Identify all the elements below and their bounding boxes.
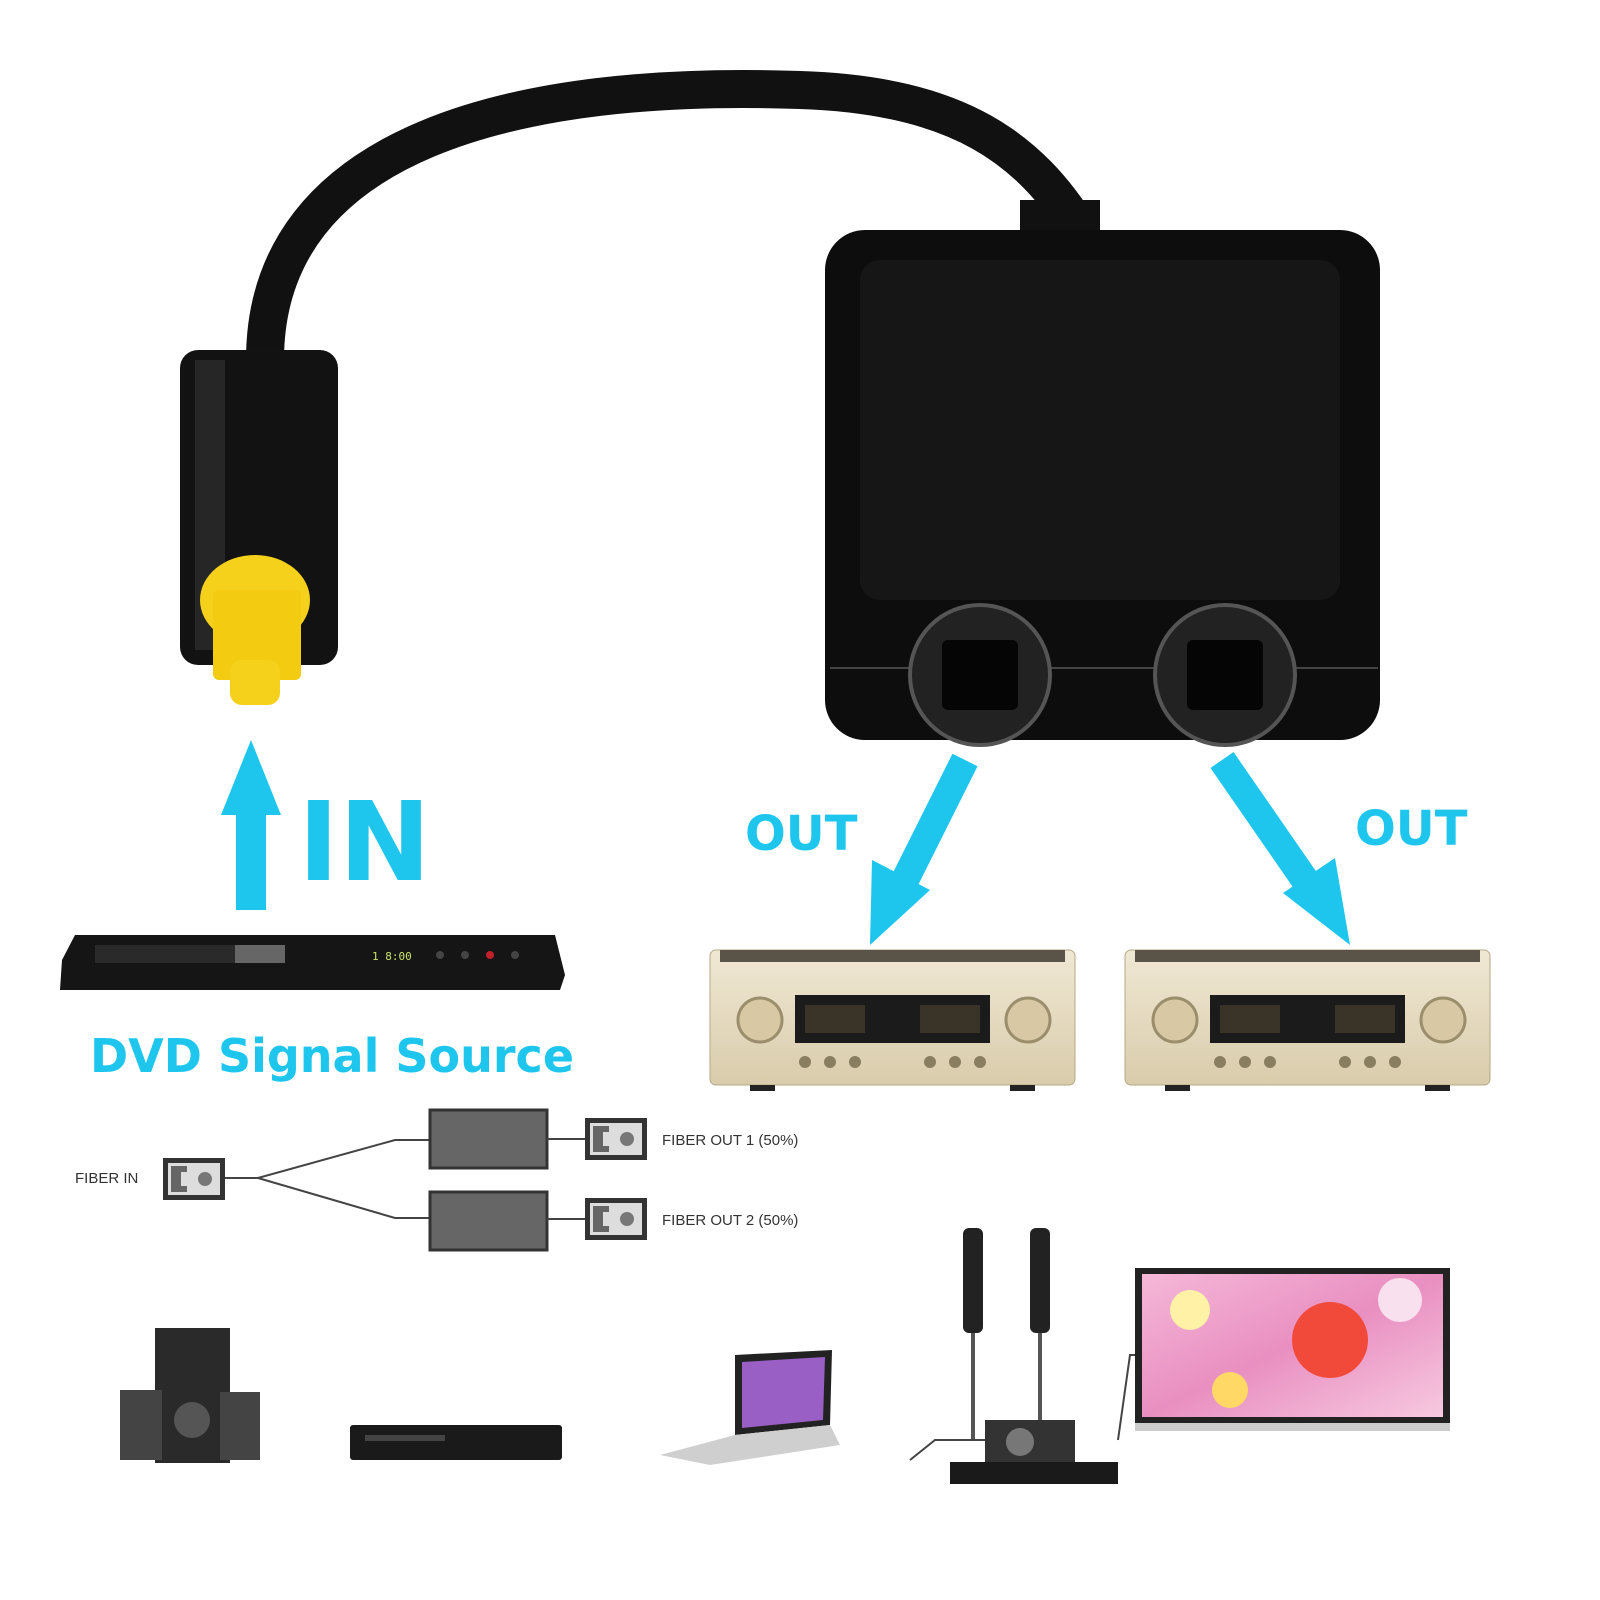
out-label-right: OUT: [1355, 801, 1468, 857]
dvd-player-small-icon: [350, 1425, 562, 1460]
fiber-out-1-label: FIBER OUT 1 (50%): [662, 1132, 798, 1149]
in-arrow-icon: [221, 740, 281, 910]
out-label-left: OUT: [745, 806, 858, 862]
source-label: DVD Signal Source: [90, 1029, 574, 1083]
speaker-system-icon: [120, 1328, 260, 1463]
out-arrow-left-icon: [870, 753, 978, 945]
home-theater-icon: [909, 1228, 1135, 1484]
out-arrow-right-icon: [1210, 752, 1350, 945]
in-label: IN: [298, 778, 431, 906]
fiber-out-2-label: FIBER OUT 2 (50%): [662, 1212, 798, 1229]
dvd-display: 1 8:00: [372, 950, 412, 963]
splitter-schematic: [163, 1108, 647, 1252]
laptop-icon: [660, 1350, 840, 1465]
amplifier-2: [1123, 948, 1492, 1093]
tv-icon: [1135, 1268, 1450, 1431]
fiber-in-label: FIBER IN: [75, 1170, 138, 1187]
dvd-player: [60, 935, 565, 990]
optical-splitter: [825, 200, 1380, 747]
amplifier-1: [708, 948, 1077, 1093]
optical-cable: [246, 69, 1097, 361]
